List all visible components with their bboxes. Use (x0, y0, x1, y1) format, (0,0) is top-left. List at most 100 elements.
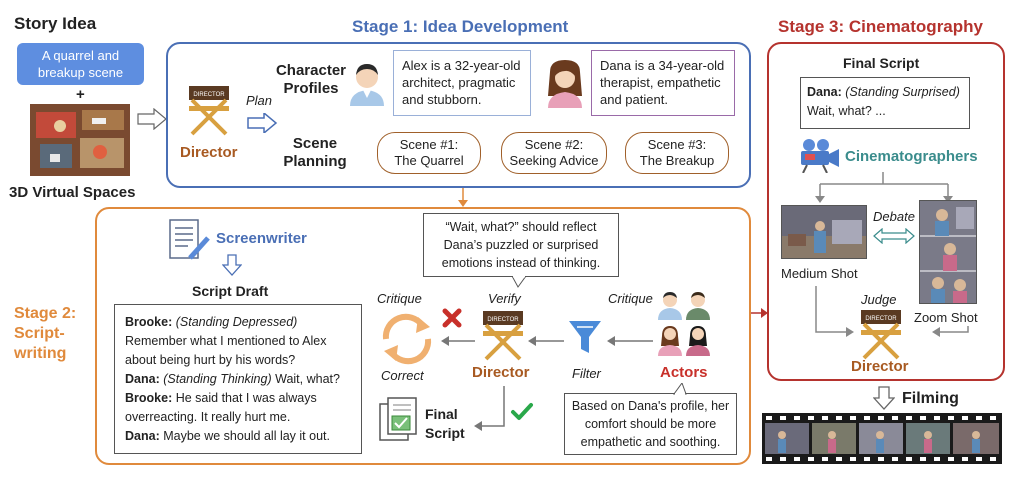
film-strip (762, 413, 1002, 464)
medium-shot-render (782, 206, 866, 258)
final-script-text: Wait, what? ... (807, 104, 886, 118)
bubble-bottom-line3: empathetic and soothing. (580, 435, 721, 449)
debate-arrow-icon (873, 228, 915, 244)
final-script-heading-line2: Script (425, 425, 465, 441)
plus-sign: + (76, 86, 85, 103)
dana-avatar-icon (548, 60, 582, 108)
dana-profile-line3: and patient. (600, 92, 668, 107)
scene-1: Scene #1: The Quarrel (377, 132, 481, 174)
feedback-bubble-bottom: Based on Dana's profile, her comfort sho… (564, 393, 737, 455)
stage3-panel (767, 42, 1005, 381)
script-line-7: Dana: Maybe we should all lay it out. (125, 427, 351, 446)
feedback-bubble-top: “Wait, what?” should reflect Dana’s puzz… (423, 213, 619, 277)
bubble-bottom-line1: Based on Dana's profile, her (571, 399, 730, 413)
stage2-title-line3: writing (14, 345, 67, 362)
arrow-to-stage2 (458, 188, 468, 207)
reject-x-icon (442, 308, 462, 328)
medium-shot-label: Medium Shot (781, 266, 858, 281)
filter-icon (569, 321, 601, 353)
arrow-to-stage1 (137, 108, 167, 130)
virtual-space-render (30, 104, 130, 176)
judge-label: Judge (861, 292, 897, 307)
zoom-shot-label: Zoom Shot (914, 310, 978, 325)
scene-planning-line1: Scene (292, 135, 338, 152)
script-line-4: Dana: (Standing Thinking) Wait, what? (125, 370, 351, 389)
virtual-spaces-label: 3D Virtual Spaces (9, 184, 136, 201)
critique-left-label: Critique (377, 291, 422, 306)
scene-1-num: Scene #1: (399, 137, 459, 152)
screenwriter-arrow (222, 254, 242, 276)
bubble-top-line1: “Wait, what?” should reflect (445, 220, 597, 234)
script-line-2: Remember what I mentioned to Alex (125, 334, 327, 348)
story-idea-box: A quarrel and breakup scene (17, 43, 144, 85)
svg-text:DIRECTOR: DIRECTOR (487, 317, 519, 323)
svg-text:DIRECTOR: DIRECTOR (193, 92, 225, 98)
character-profiles-line1: Character (275, 62, 347, 79)
script-line-5: Brooke: He said that I was always (125, 389, 351, 408)
final-script-title: Final Script (843, 55, 920, 71)
script-draft-label: Script Draft (192, 283, 269, 299)
judge-arrows (815, 286, 969, 337)
final-script-box: Dana: (Standing Surprised) Wait, what? .… (800, 77, 970, 129)
bubble-bottom-tail (673, 383, 687, 395)
refresh-loop-icon (382, 313, 432, 365)
scene-3-num: Scene #3: (647, 137, 707, 152)
plan-arrow (247, 113, 278, 133)
stage1-panel (166, 42, 751, 188)
final-script-heading: Final Script (425, 405, 465, 443)
script-line-1-speaker: Brooke: (125, 315, 173, 329)
stage2-title-line1: Stage 2: (14, 305, 77, 322)
director-chair-icon: DIRECTOR (189, 86, 229, 136)
scene-planning-heading: Scene Planning (283, 135, 347, 171)
story-idea-title: Story Idea (14, 14, 97, 33)
script-line-7-text: Maybe we should all lay it out. (163, 429, 330, 443)
camera-icon (801, 139, 839, 173)
filming-arrow (873, 386, 895, 410)
stage3-director-label: Director (851, 358, 909, 375)
film-strip-render (762, 413, 1002, 464)
arrow-to-stage3 (751, 308, 768, 318)
stage3-title: Stage 3: Cinematography (778, 17, 983, 36)
script-line-3: about being hurt by his words? (125, 353, 296, 367)
final-script-icon (379, 397, 417, 441)
scene-3: Scene #3: The Breakup (625, 132, 729, 174)
scene-2-num: Scene #2: (524, 137, 584, 152)
virtual-space-image (30, 104, 130, 176)
debate-label: Debate (873, 209, 915, 224)
correct-label: Correct (381, 368, 424, 383)
final-script-speaker: Dana: (807, 85, 842, 99)
stage2-director-label: Director (472, 364, 530, 381)
stage2-director-chair-icon: DIRECTOR (483, 311, 523, 361)
bubble-top-tail (512, 276, 527, 288)
alex-profile-line1: Alex is a 32-year-old (402, 58, 521, 73)
actors-group-icon (658, 292, 710, 356)
scene-3-name: The Breakup (639, 153, 715, 168)
zoom-shot-render (920, 201, 976, 303)
story-idea-line2: breakup scene (37, 65, 124, 80)
scene-1-name: The Quarrel (394, 153, 464, 168)
stage1-title: Stage 1: Idea Development (352, 17, 569, 36)
dana-profile-box: Dana is a 34-year-old therapist, empathe… (591, 50, 735, 116)
verify-label: Verify (488, 291, 521, 306)
stage3-director-chair-icon: DIRECTOR (861, 310, 901, 360)
alex-profile-box: Alex is a 32-year-old architect, pragmat… (393, 50, 531, 116)
critique-right-label: Critique (608, 291, 653, 306)
final-script-line1: Dana: (Standing Surprised) (807, 83, 963, 102)
filming-label: Filming (902, 390, 959, 407)
screenwriter-label: Screenwriter (216, 230, 307, 247)
arrow-director-to-loop (441, 336, 475, 346)
svg-text:DIRECTOR: DIRECTOR (865, 316, 897, 322)
alex-avatar-icon (350, 64, 384, 106)
script-line-5-text: He said that I was always (175, 391, 317, 405)
script-line-5-speaker: Brooke: (125, 391, 173, 405)
script-line-7-speaker: Dana: (125, 429, 160, 443)
stage2-panel (95, 207, 751, 465)
zoom-shot-thumb (919, 200, 977, 304)
stage2-title-line2: Script- (14, 325, 65, 342)
stage2-title: Stage 2: Script- writing (14, 304, 76, 364)
filter-label: Filter (572, 366, 601, 381)
script-line-4-direction: (Standing Thinking) (163, 372, 272, 386)
alex-profile-line3: and stubborn. (402, 92, 482, 107)
story-idea-line1: A quarrel and (41, 48, 120, 63)
plan-label: Plan (246, 93, 273, 108)
